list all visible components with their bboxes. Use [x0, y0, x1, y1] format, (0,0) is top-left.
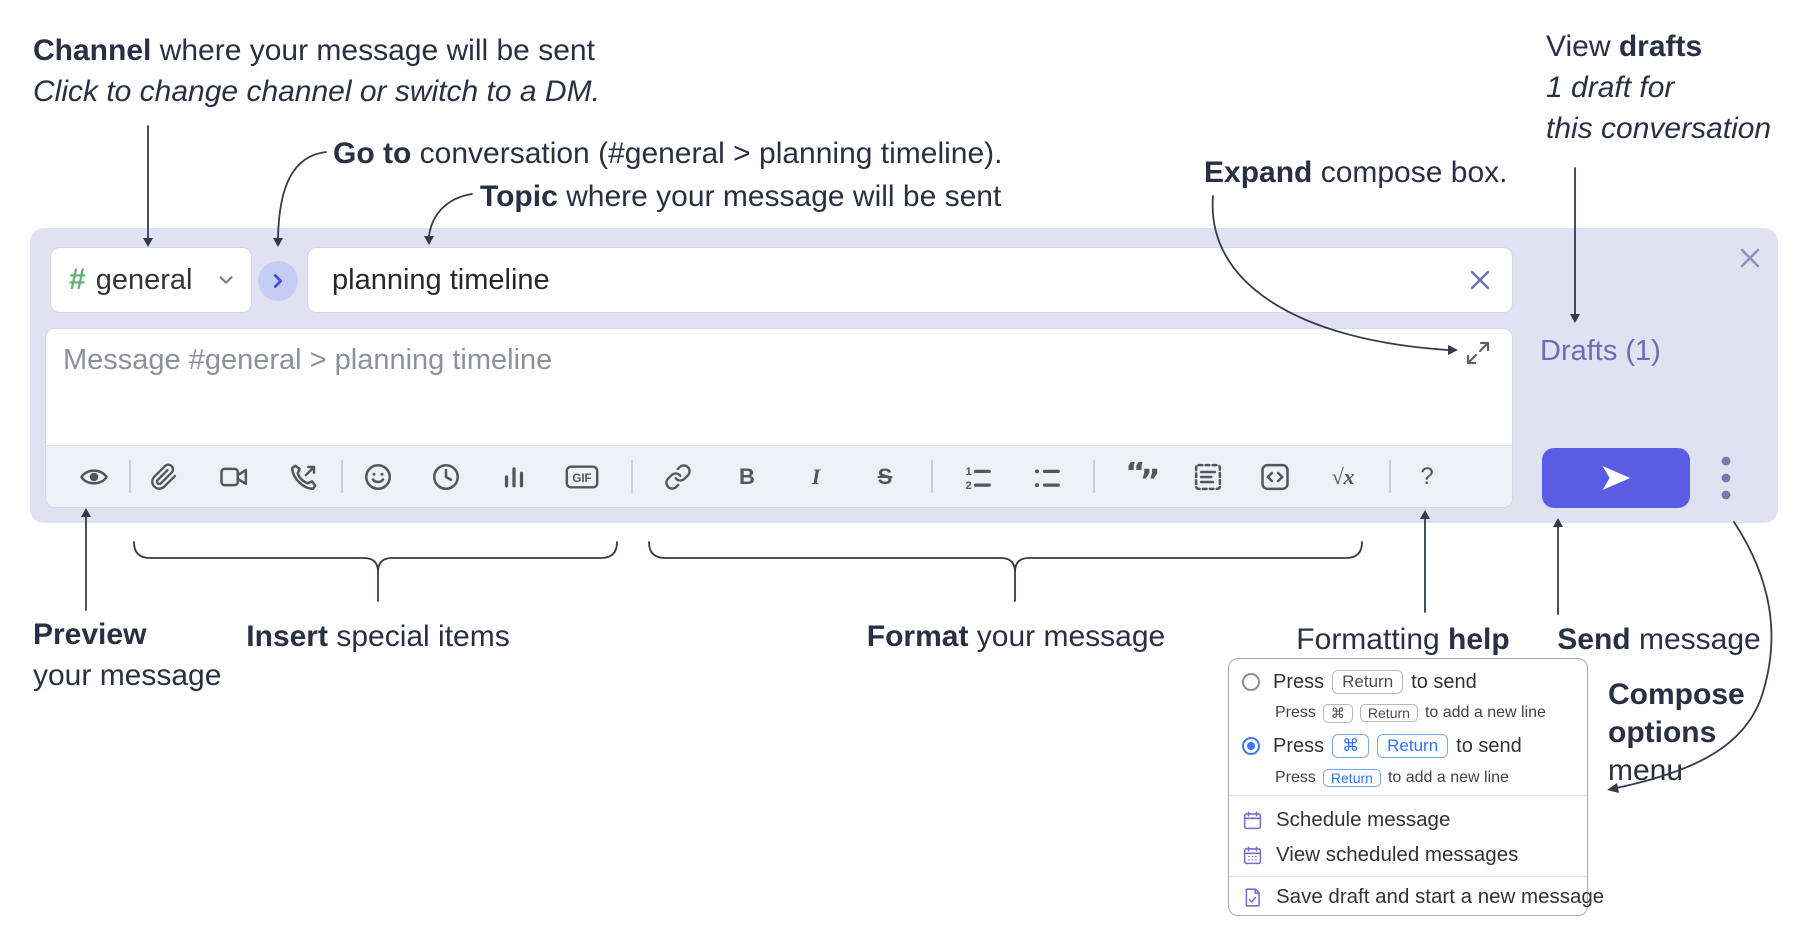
video-camera-icon — [220, 467, 248, 486]
menu-item-schedule-message[interactable]: Schedule message — [1229, 803, 1587, 837]
video-call-button[interactable] — [216, 459, 252, 495]
menu-divider — [1229, 876, 1587, 877]
annotation-preview: Preview your message — [33, 618, 222, 692]
clear-topic-icon[interactable] — [1468, 268, 1492, 292]
brace-insert — [133, 541, 618, 602]
message-placeholder: Message #general > planning timeline — [63, 344, 553, 376]
menu-divider — [1229, 795, 1587, 796]
toolbar-separator — [931, 460, 933, 493]
spoiler-button[interactable] — [1190, 459, 1226, 495]
annotation-compose-options: Compose options menu — [1608, 678, 1745, 787]
hash-icon: # — [69, 263, 86, 296]
expand-compose-icon[interactable] — [1462, 337, 1494, 369]
chevron-right-icon — [273, 274, 283, 288]
gif-icon: GIF — [565, 464, 599, 489]
close-compose-icon[interactable] — [1732, 240, 1768, 276]
annotation-go-to: Go to conversation (#general > planning … — [333, 137, 1003, 170]
topic-input[interactable]: planning timeline — [307, 247, 1513, 313]
radio-unselected[interactable] — [1242, 673, 1260, 691]
paperclip-icon — [151, 463, 177, 490]
annotation-channel: Channel where your message will be sent … — [33, 34, 600, 108]
toolbar-separator — [129, 460, 131, 493]
clock-icon — [433, 463, 459, 490]
quote-icon: “ ” — [1125, 462, 1158, 492]
key-cmd: ⌘ — [1322, 703, 1353, 723]
key-return: Return — [1332, 670, 1404, 694]
radio-selected[interactable] — [1242, 737, 1260, 755]
link-icon — [665, 463, 691, 490]
quote-button[interactable]: “ ” — [1123, 459, 1159, 495]
send-button[interactable] — [1542, 448, 1690, 508]
channel-name: general — [95, 263, 193, 296]
menu-option-cmd-return-subtext: Press Return to add a new line — [1275, 769, 1509, 787]
menu-option-return-to-send[interactable]: Press Return to send — [1229, 667, 1587, 697]
key-return: Return — [1377, 734, 1449, 758]
annotation-formatting-help: Formatting help — [1296, 623, 1510, 656]
bulleted-list-icon — [1035, 468, 1060, 487]
menu-item-save-draft[interactable]: Save draft and start a new message — [1229, 881, 1604, 913]
svg-text:1: 1 — [966, 466, 972, 478]
code-button[interactable] — [1257, 459, 1293, 495]
chevron-down-icon — [219, 276, 233, 284]
annotation-format: Format your message — [866, 620, 1166, 653]
svg-text:“: “ — [1125, 462, 1146, 491]
channel-selector[interactable]: # general — [50, 247, 252, 313]
numbered-list-icon: 1 2 — [966, 466, 991, 491]
topic-value: planning timeline — [332, 263, 550, 296]
italic-button[interactable]: I — [811, 463, 821, 489]
compose-options-button[interactable] — [1712, 452, 1740, 504]
compose-box: # general planning timeline Message #gen… — [30, 228, 1778, 523]
annotation-view-drafts: View drafts 1 draft for this conversatio… — [1546, 30, 1772, 145]
compose-options-menu: Press Return to send Press ⌘ Return to a… — [1228, 658, 1604, 916]
message-compose-area[interactable]: Message #general > planning timeline — [45, 328, 1513, 508]
gif-button[interactable]: GIF — [564, 459, 600, 495]
bar-chart-icon — [504, 466, 524, 487]
numbered-list-button[interactable]: 1 2 — [960, 459, 996, 495]
attach-file-button[interactable] — [146, 459, 182, 495]
eye-icon — [80, 468, 108, 485]
key-return: Return — [1322, 769, 1381, 787]
toolbar-separator — [631, 460, 633, 493]
toolbar-separator — [1093, 460, 1095, 493]
toolbar-separator — [341, 460, 343, 493]
bulleted-list-button[interactable] — [1029, 459, 1065, 495]
menu-option-cmd-return-to-send[interactable]: Press ⌘ Return to send — [1229, 731, 1587, 761]
annotation-send-message: Send message — [1557, 623, 1761, 656]
emoji-button[interactable] — [360, 459, 396, 495]
smiley-icon — [365, 463, 391, 490]
poll-button[interactable] — [496, 459, 532, 495]
menu-item-view-scheduled[interactable]: View scheduled messages — [1229, 838, 1587, 872]
spoiler-icon — [1194, 463, 1222, 490]
time-button[interactable] — [428, 459, 464, 495]
menu-option-return-subtext: Press ⌘ Return to add a new line — [1275, 703, 1546, 723]
drafts-link[interactable]: Drafts (1) — [1540, 335, 1661, 367]
calendar-icon — [1243, 810, 1262, 829]
strikethrough-button[interactable]: S — [877, 463, 893, 489]
code-icon — [1261, 463, 1289, 490]
send-icon — [1602, 465, 1631, 491]
annotation-topic: Topic where your message will be sent — [480, 180, 1002, 213]
brace-format — [648, 541, 1363, 602]
kebab-menu-icon — [1721, 456, 1731, 500]
document-check-icon — [1245, 887, 1260, 907]
annotation-insert: Insert special items — [246, 620, 510, 653]
phone-call-icon — [290, 464, 317, 490]
message-formatting-help-button[interactable]: ? — [1420, 462, 1434, 490]
svg-text:2: 2 — [966, 479, 972, 491]
bold-button[interactable]: B — [739, 463, 755, 489]
toolbar-separator — [1389, 460, 1391, 493]
key-cmd: ⌘ — [1332, 734, 1370, 758]
compose-toolbar: GIF B I S 1 — [46, 445, 1512, 507]
pointer-go-to — [277, 151, 327, 239]
link-button[interactable] — [660, 459, 696, 495]
svg-text:”: ” — [1140, 463, 1158, 491]
preview-button[interactable] — [76, 459, 112, 495]
key-return: Return — [1359, 704, 1418, 722]
calendar-grid-icon — [1243, 845, 1262, 864]
audio-call-button[interactable] — [286, 459, 322, 495]
annotation-expand: Expand compose box. — [1204, 156, 1508, 189]
svg-text:GIF: GIF — [572, 472, 591, 484]
math-button[interactable]: √x — [1331, 463, 1355, 489]
go-to-conversation-button[interactable] — [258, 261, 298, 301]
